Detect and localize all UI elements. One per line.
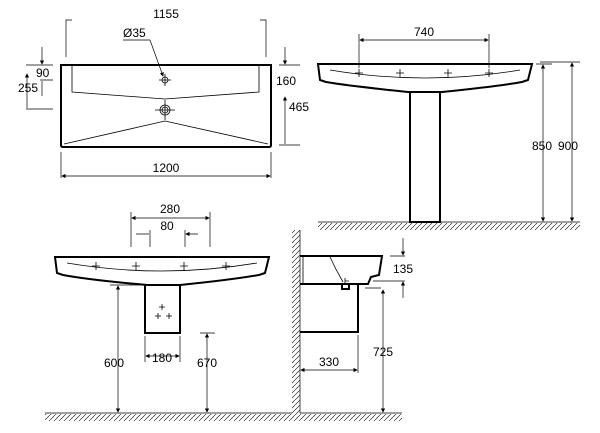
dim-135: 135: [393, 262, 413, 276]
dim-160: 160: [276, 74, 296, 88]
dim-90: 90: [36, 66, 50, 80]
drain-icon: [155, 100, 175, 120]
pedestal-front-view: 740 850 900: [316, 25, 580, 230]
dim-465: 465: [289, 100, 309, 114]
dim-80: 80: [160, 219, 174, 233]
dim-255: 255: [18, 81, 38, 95]
semi-pedestal-front-view: 280 80 180 600 670: [45, 202, 292, 421]
tap-hole-icon: [159, 74, 171, 86]
top-view: 1155 Ø35 1200 90 255 160 465: [18, 7, 309, 179]
dim-670: 670: [197, 356, 217, 370]
dim-900: 900: [558, 139, 578, 153]
dim-1155: 1155: [153, 7, 179, 21]
dim-1200: 1200: [153, 161, 180, 175]
dim-280: 280: [160, 202, 180, 216]
dim-740: 740: [414, 25, 434, 39]
dim-600: 600: [104, 356, 124, 370]
wall-hatch: [292, 230, 300, 414]
floor-hatch: [292, 414, 402, 421]
dim-725: 725: [373, 345, 393, 359]
floor-hatch: [318, 223, 580, 230]
dim-180: 180: [152, 351, 172, 365]
side-view: 135 330 725: [292, 230, 413, 421]
dim-850: 850: [532, 139, 552, 153]
dim-330: 330: [319, 355, 339, 369]
floor-hatch: [45, 414, 292, 421]
dim-tap-hole: Ø35: [123, 26, 146, 40]
